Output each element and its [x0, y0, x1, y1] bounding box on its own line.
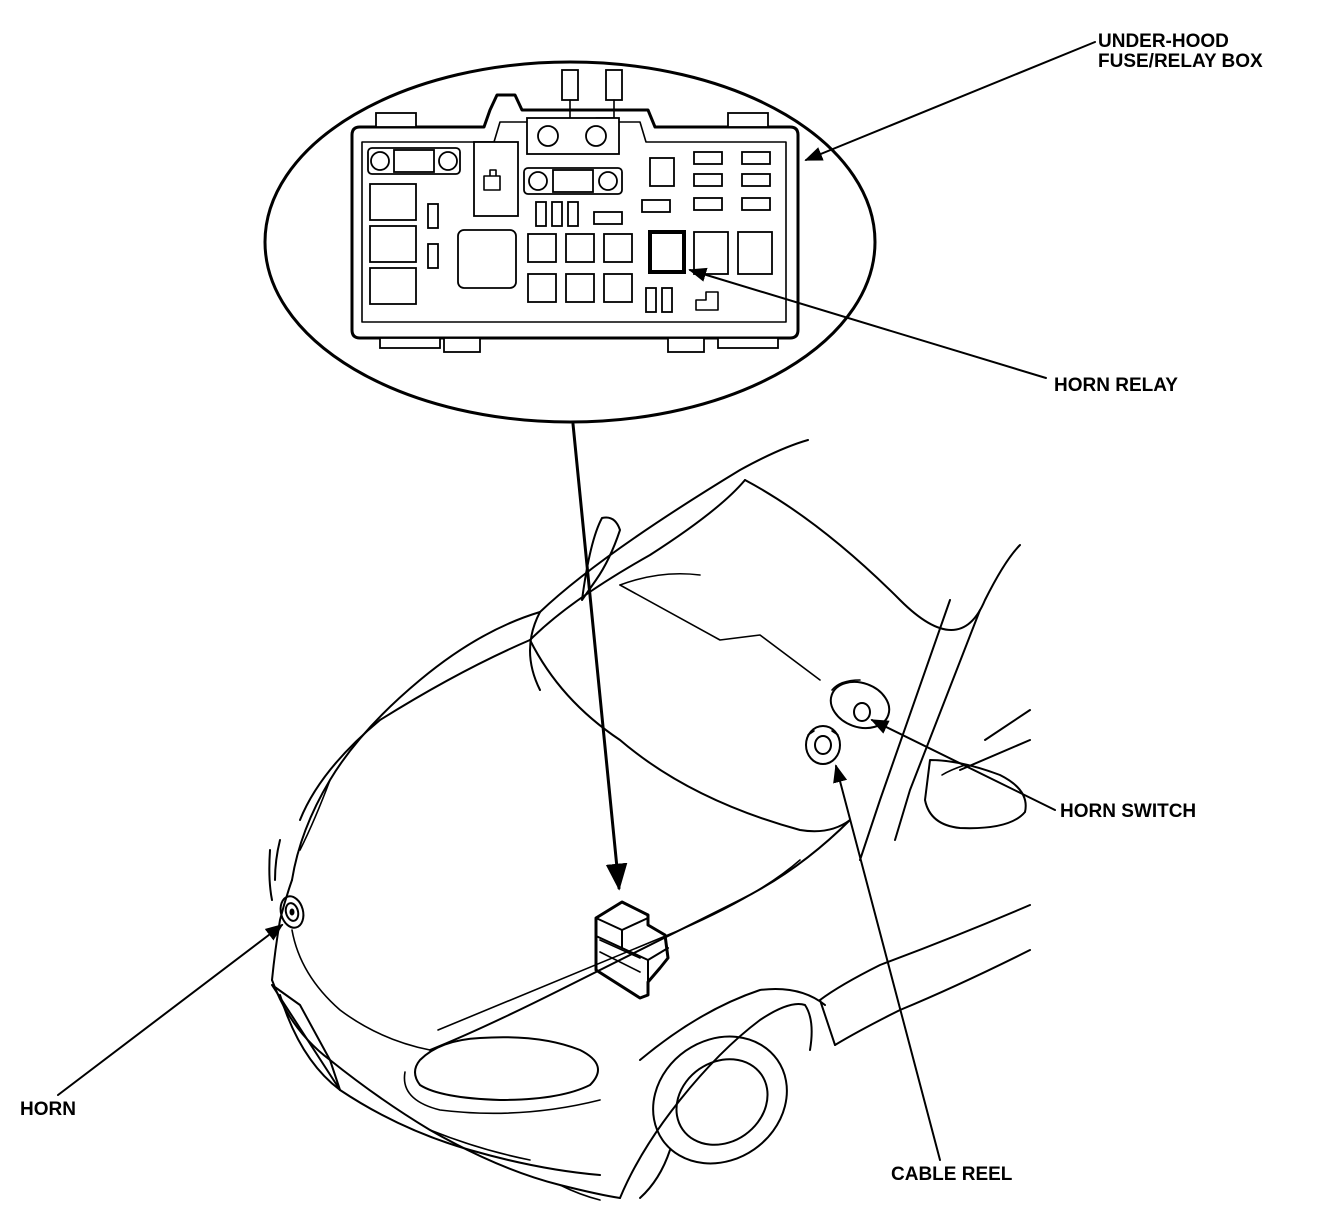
horn-relay-leader — [688, 267, 1047, 379]
horn-switch-leader — [870, 719, 1056, 811]
car-outline — [268, 439, 1031, 1201]
detail-callout-ellipse — [263, 60, 877, 424]
fuse-box-leader — [804, 41, 1096, 161]
horn — [279, 895, 305, 929]
fuse-relay-box-location — [594, 900, 670, 1000]
detail-to-car-leader — [571, 422, 628, 891]
fuse-relay-box — [350, 69, 800, 353]
label-fuse-box-line2: FUSE/RELAY BOX — [1098, 51, 1263, 72]
horn-switch — [829, 679, 891, 730]
label-horn-relay: HORN RELAY — [1054, 375, 1178, 396]
horn-relay — [648, 230, 686, 274]
label-horn-switch: HORN SWITCH — [1060, 801, 1197, 822]
label-fuse-box-line1: UNDER-HOOD — [1098, 31, 1229, 52]
label-cable-reel: CABLE REEL — [891, 1164, 1013, 1185]
cable-reel-leader — [833, 764, 941, 1161]
label-horn: HORN — [20, 1099, 76, 1120]
horn-leader — [57, 923, 284, 1096]
cable-reel — [805, 725, 841, 765]
